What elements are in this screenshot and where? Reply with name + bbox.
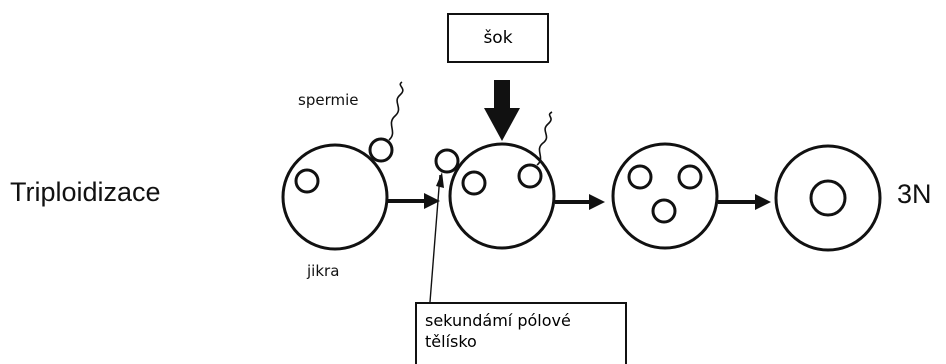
sperm-tail [536, 111, 553, 166]
sperm-head [368, 137, 394, 163]
diagram-title: Triploidizace [10, 177, 161, 207]
polar-body-note: sekundámí pólové tělísko [415, 302, 627, 364]
nucleus-3 [651, 198, 677, 224]
sperm-nucleus [517, 163, 543, 189]
polar-body-pointer [429, 148, 460, 303]
shock-box: šok [447, 13, 549, 63]
stage-3-egg [611, 142, 719, 250]
stage-2-egg [448, 111, 556, 250]
shock-label: šok [483, 28, 513, 48]
sperm-tail [388, 81, 404, 141]
arrow-2 [555, 194, 605, 210]
egg-nucleus [294, 168, 320, 194]
shock-arrow [484, 80, 520, 141]
triploid-nucleus [809, 179, 847, 217]
arrow-1 [388, 193, 440, 209]
note-line-2: tělísko [425, 332, 477, 351]
stage-1-egg [281, 81, 404, 251]
polar-body [434, 148, 460, 174]
nucleus-1 [627, 164, 653, 190]
egg-nucleus [461, 170, 487, 196]
egg-label: jikra [307, 262, 340, 280]
result-label: 3N [897, 179, 932, 209]
note-line-1: sekundámí pólové [425, 311, 571, 330]
nucleus-2 [677, 164, 703, 190]
stage-4-triploid [774, 144, 882, 252]
arrow-3 [718, 194, 771, 210]
sperm-label: spermie [298, 91, 359, 109]
